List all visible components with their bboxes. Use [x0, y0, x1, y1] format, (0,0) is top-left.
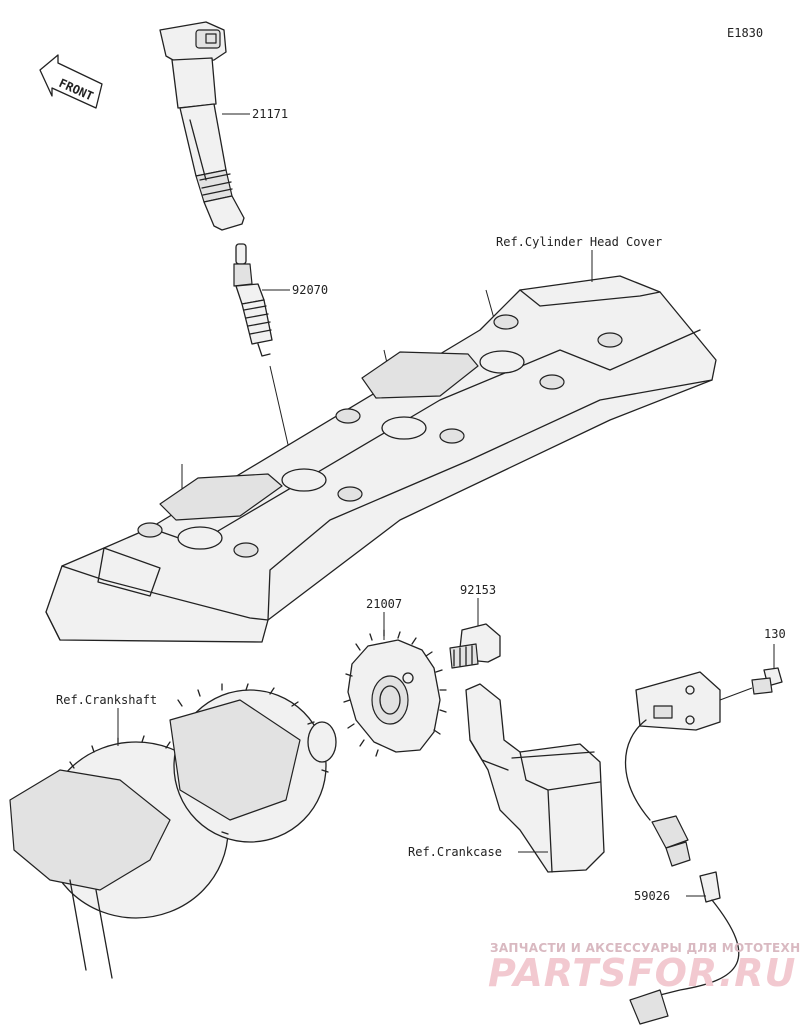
diagram-code: E1830 — [727, 26, 763, 40]
front-arrow-icon: FRONT — [39, 54, 103, 109]
part-label-21007: 21007 — [366, 597, 402, 611]
part-label-59026: 59026 — [634, 889, 670, 903]
spark-plug — [233, 243, 273, 357]
ignition-coil — [159, 21, 245, 231]
ref-crankcase: Ref.Crankcase — [408, 845, 502, 859]
ref-crankshaft: Ref.Crankshaft — [56, 693, 157, 707]
rotor-bolt — [449, 623, 501, 669]
crankshaft — [9, 683, 337, 979]
ref-cylinder-head-cover: Ref.Cylinder Head Cover — [496, 235, 662, 249]
cylinder-head-cover — [45, 275, 717, 643]
part-label-92153: 92153 — [460, 583, 496, 597]
crankshaft-sensor — [624, 671, 740, 1025]
watermark: ЗАПЧАСТИ И АКСЕССУАРЫ ДЛЯ МОТОТЕХНИКИ PA… — [488, 941, 800, 995]
watermark-brand: PARTSFOR.RU — [488, 951, 796, 995]
crankcase — [465, 683, 605, 873]
part-label-92070: 92070 — [292, 283, 328, 297]
watermark-tagline: ЗАПЧАСТИ И АКСЕССУАРЫ ДЛЯ МОТОТЕХНИКИ — [490, 941, 800, 955]
part-label-21171: 21171 — [252, 107, 288, 121]
rotor — [343, 629, 447, 757]
part-label-130: 130 — [764, 627, 786, 641]
sensor-bolt — [719, 667, 783, 701]
